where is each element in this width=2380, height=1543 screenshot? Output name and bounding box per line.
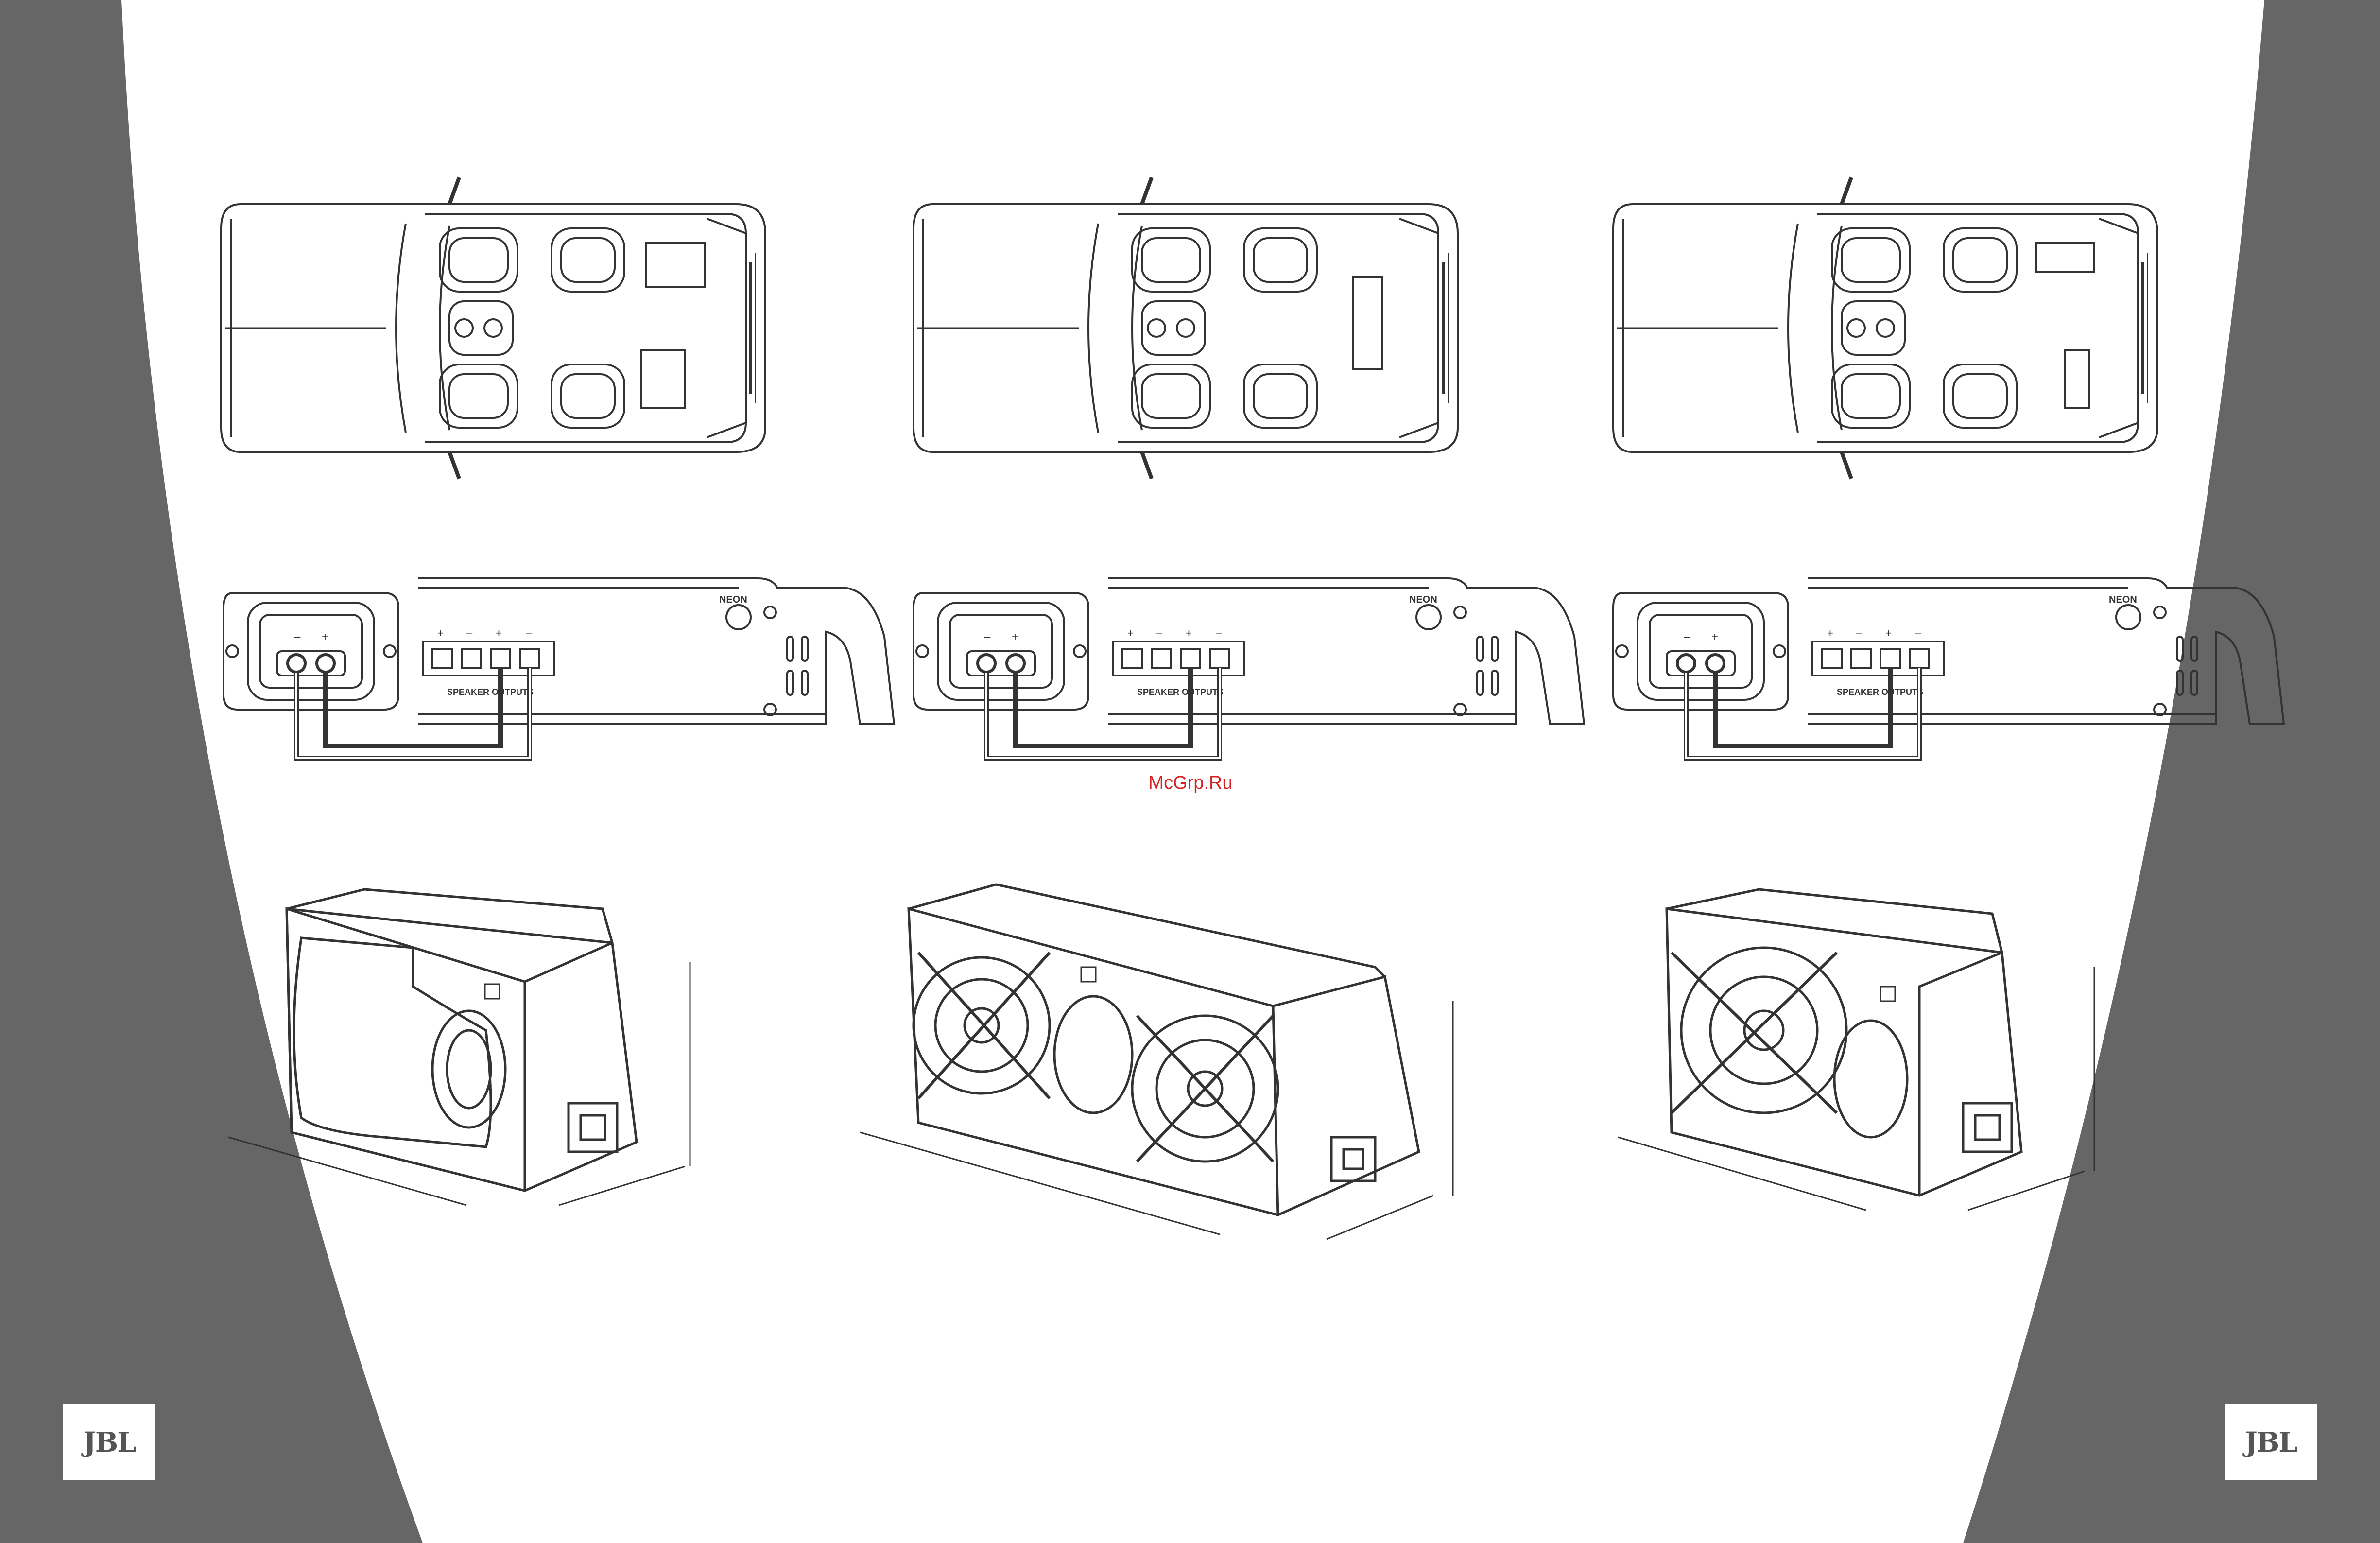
- jbl-logo-left: JBL: [63, 1404, 155, 1480]
- page-background: [121, 0, 2264, 1543]
- jbl-logo-text: JBL: [83, 1426, 135, 1458]
- watermark-text: McGrp.Ru: [1148, 773, 1232, 794]
- jbl-logo-right: JBL: [2225, 1404, 2317, 1480]
- jbl-logo-text: JBL: [2244, 1426, 2296, 1458]
